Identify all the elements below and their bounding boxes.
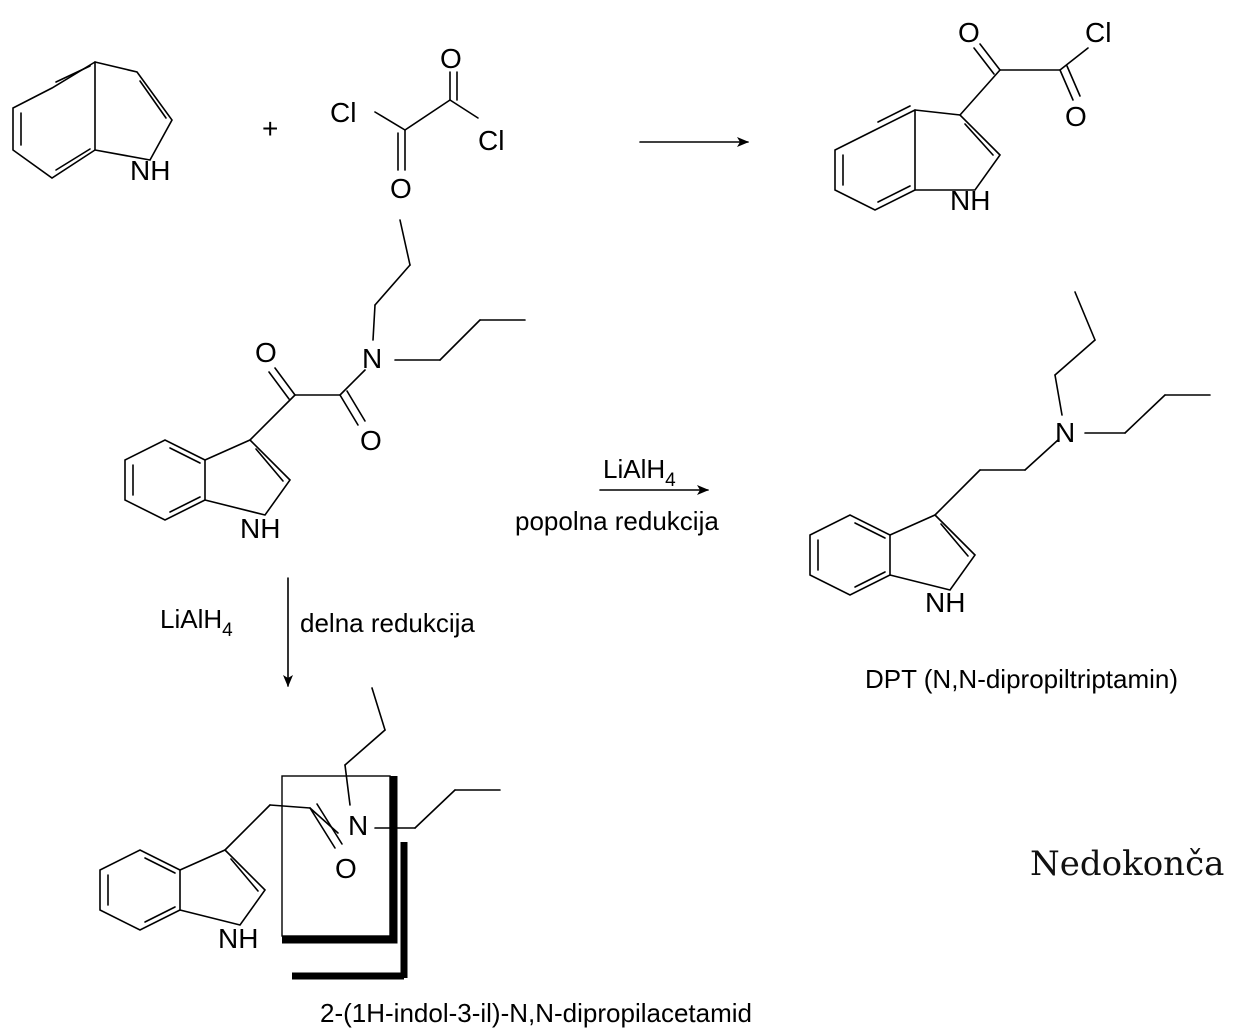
glyoxylyl-chloride-molecule: O Cl O NH [834, 17, 1111, 216]
acetamide-nh-label: NH [218, 923, 258, 954]
unfinished-note: Nedokonča [1030, 844, 1224, 884]
glyoxylyl-cl: Cl [1085, 17, 1111, 48]
glyoxylamide-o-ketone: O [255, 337, 277, 368]
acetamide-o: O [335, 853, 357, 884]
indole-nh-label: NH [130, 155, 170, 186]
oxalyl-o-top: O [440, 43, 462, 74]
glyoxylamide-o-amide: O [360, 425, 382, 456]
oxalyl-chloride-molecule: Cl Cl O O [330, 43, 504, 204]
reagent-lialh4-left: LiAlH4 [160, 604, 233, 641]
oxalyl-o-bottom: O [390, 173, 412, 204]
glyoxylyl-nh-label: NH [950, 185, 990, 216]
dpt-n: N [1055, 417, 1075, 448]
glyoxylyl-o-ketone: O [958, 17, 980, 48]
dpt-name-label: DPT (N,N-dipropiltriptamin) [865, 664, 1178, 694]
glyoxylamide-molecule: O O N NH [124, 219, 526, 544]
dpt-molecule: N NH [809, 291, 1211, 618]
oxalyl-cl-right: Cl [478, 125, 504, 156]
glyoxylyl-o-acyl: O [1065, 101, 1087, 132]
reagent-lialh4-top: LiAlH4 [603, 454, 676, 491]
glyoxylamide-n: N [362, 343, 382, 374]
acetamide-molecule: N O NH [99, 687, 501, 980]
plus-sign: + [262, 113, 278, 144]
indole-molecule: NH [12, 61, 173, 186]
acetamide-name-label: 2-(1H-indol-3-il)-N,N-dipropilacetamid [320, 998, 752, 1028]
glyoxylamide-nh-label: NH [240, 513, 280, 544]
oxalyl-cl-left: Cl [330, 97, 356, 128]
acetamide-n: N [348, 810, 368, 841]
full-reduction-label: popolna redukcija [515, 506, 719, 536]
partial-reduction-label: delna redukcija [300, 608, 475, 638]
dpt-nh-label: NH [925, 587, 965, 618]
